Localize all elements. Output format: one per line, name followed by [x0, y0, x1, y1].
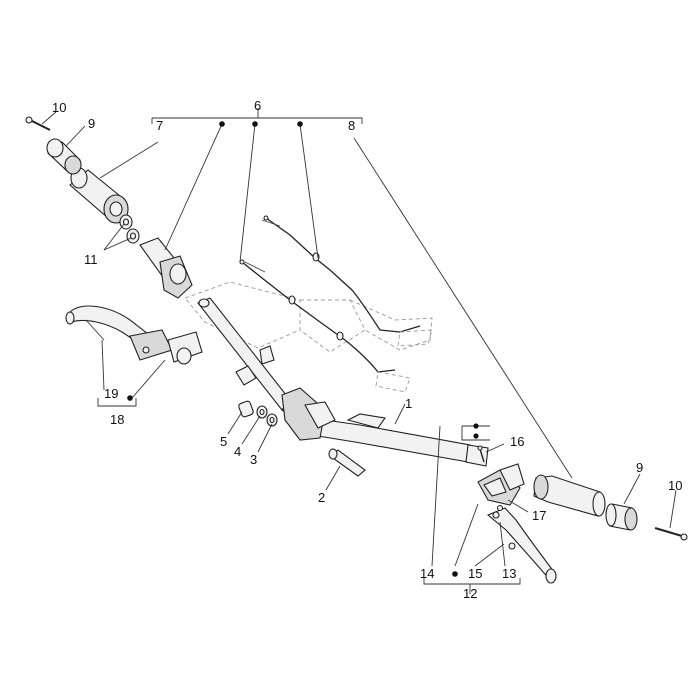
throttle-grip-body [139, 237, 193, 299]
master-cylinder-left [129, 329, 203, 365]
small-pins-right [477, 445, 516, 550]
callout-14: 14 [420, 566, 434, 581]
dot-18 [127, 395, 133, 401]
throttle-cables [239, 215, 433, 393]
handlebar-tube [197, 297, 489, 467]
callout-5: 5 [220, 434, 227, 449]
dot-right-a [473, 423, 479, 429]
leader-lines [41, 108, 677, 594]
callout-3: 3 [250, 452, 257, 467]
callout-16: 16 [510, 434, 524, 449]
callout-labels: 6 7 8 9 10 11 19 18 5 4 3 2 1 16 17 9 10… [52, 98, 682, 601]
callout-19: 19 [104, 386, 118, 401]
right-bar-end-weight [605, 503, 638, 531]
callout-8: 8 [348, 118, 355, 133]
callout-2: 2 [318, 490, 325, 505]
callout-9-left: 9 [88, 116, 95, 131]
callout-13: 13 [502, 566, 516, 581]
right-brake-lever [486, 507, 557, 584]
right-switch-housing [477, 463, 525, 506]
left-washers [119, 214, 140, 244]
dot-6-cable-b [297, 121, 303, 127]
callout-10-right: 10 [668, 478, 682, 493]
callout-dots [127, 121, 479, 577]
callout-18: 18 [110, 412, 124, 427]
callout-7: 7 [156, 118, 163, 133]
spacer-parts [238, 400, 278, 427]
left-brake-lever [65, 305, 149, 345]
callout-12: 12 [463, 586, 477, 601]
ghost-outline-group [184, 281, 433, 353]
left-screw [25, 116, 51, 131]
dot-7-cable [219, 121, 225, 127]
left-grip [69, 167, 129, 224]
callout-17: 17 [532, 508, 546, 523]
left-bar-end-weight [46, 138, 82, 175]
callout-10-left: 10 [52, 100, 66, 115]
handlebar-bolt [328, 448, 366, 477]
callout-9-right: 9 [636, 460, 643, 475]
dot-6-cable-a [252, 121, 258, 127]
dot-12 [452, 571, 458, 577]
callout-15: 15 [468, 566, 482, 581]
right-grip [533, 474, 606, 517]
callout-6: 6 [254, 98, 261, 113]
callout-1: 1 [405, 396, 412, 411]
dot-right-b [473, 433, 479, 439]
callout-4: 4 [234, 444, 241, 459]
right-screw [654, 527, 688, 541]
callout-11: 11 [84, 252, 98, 267]
